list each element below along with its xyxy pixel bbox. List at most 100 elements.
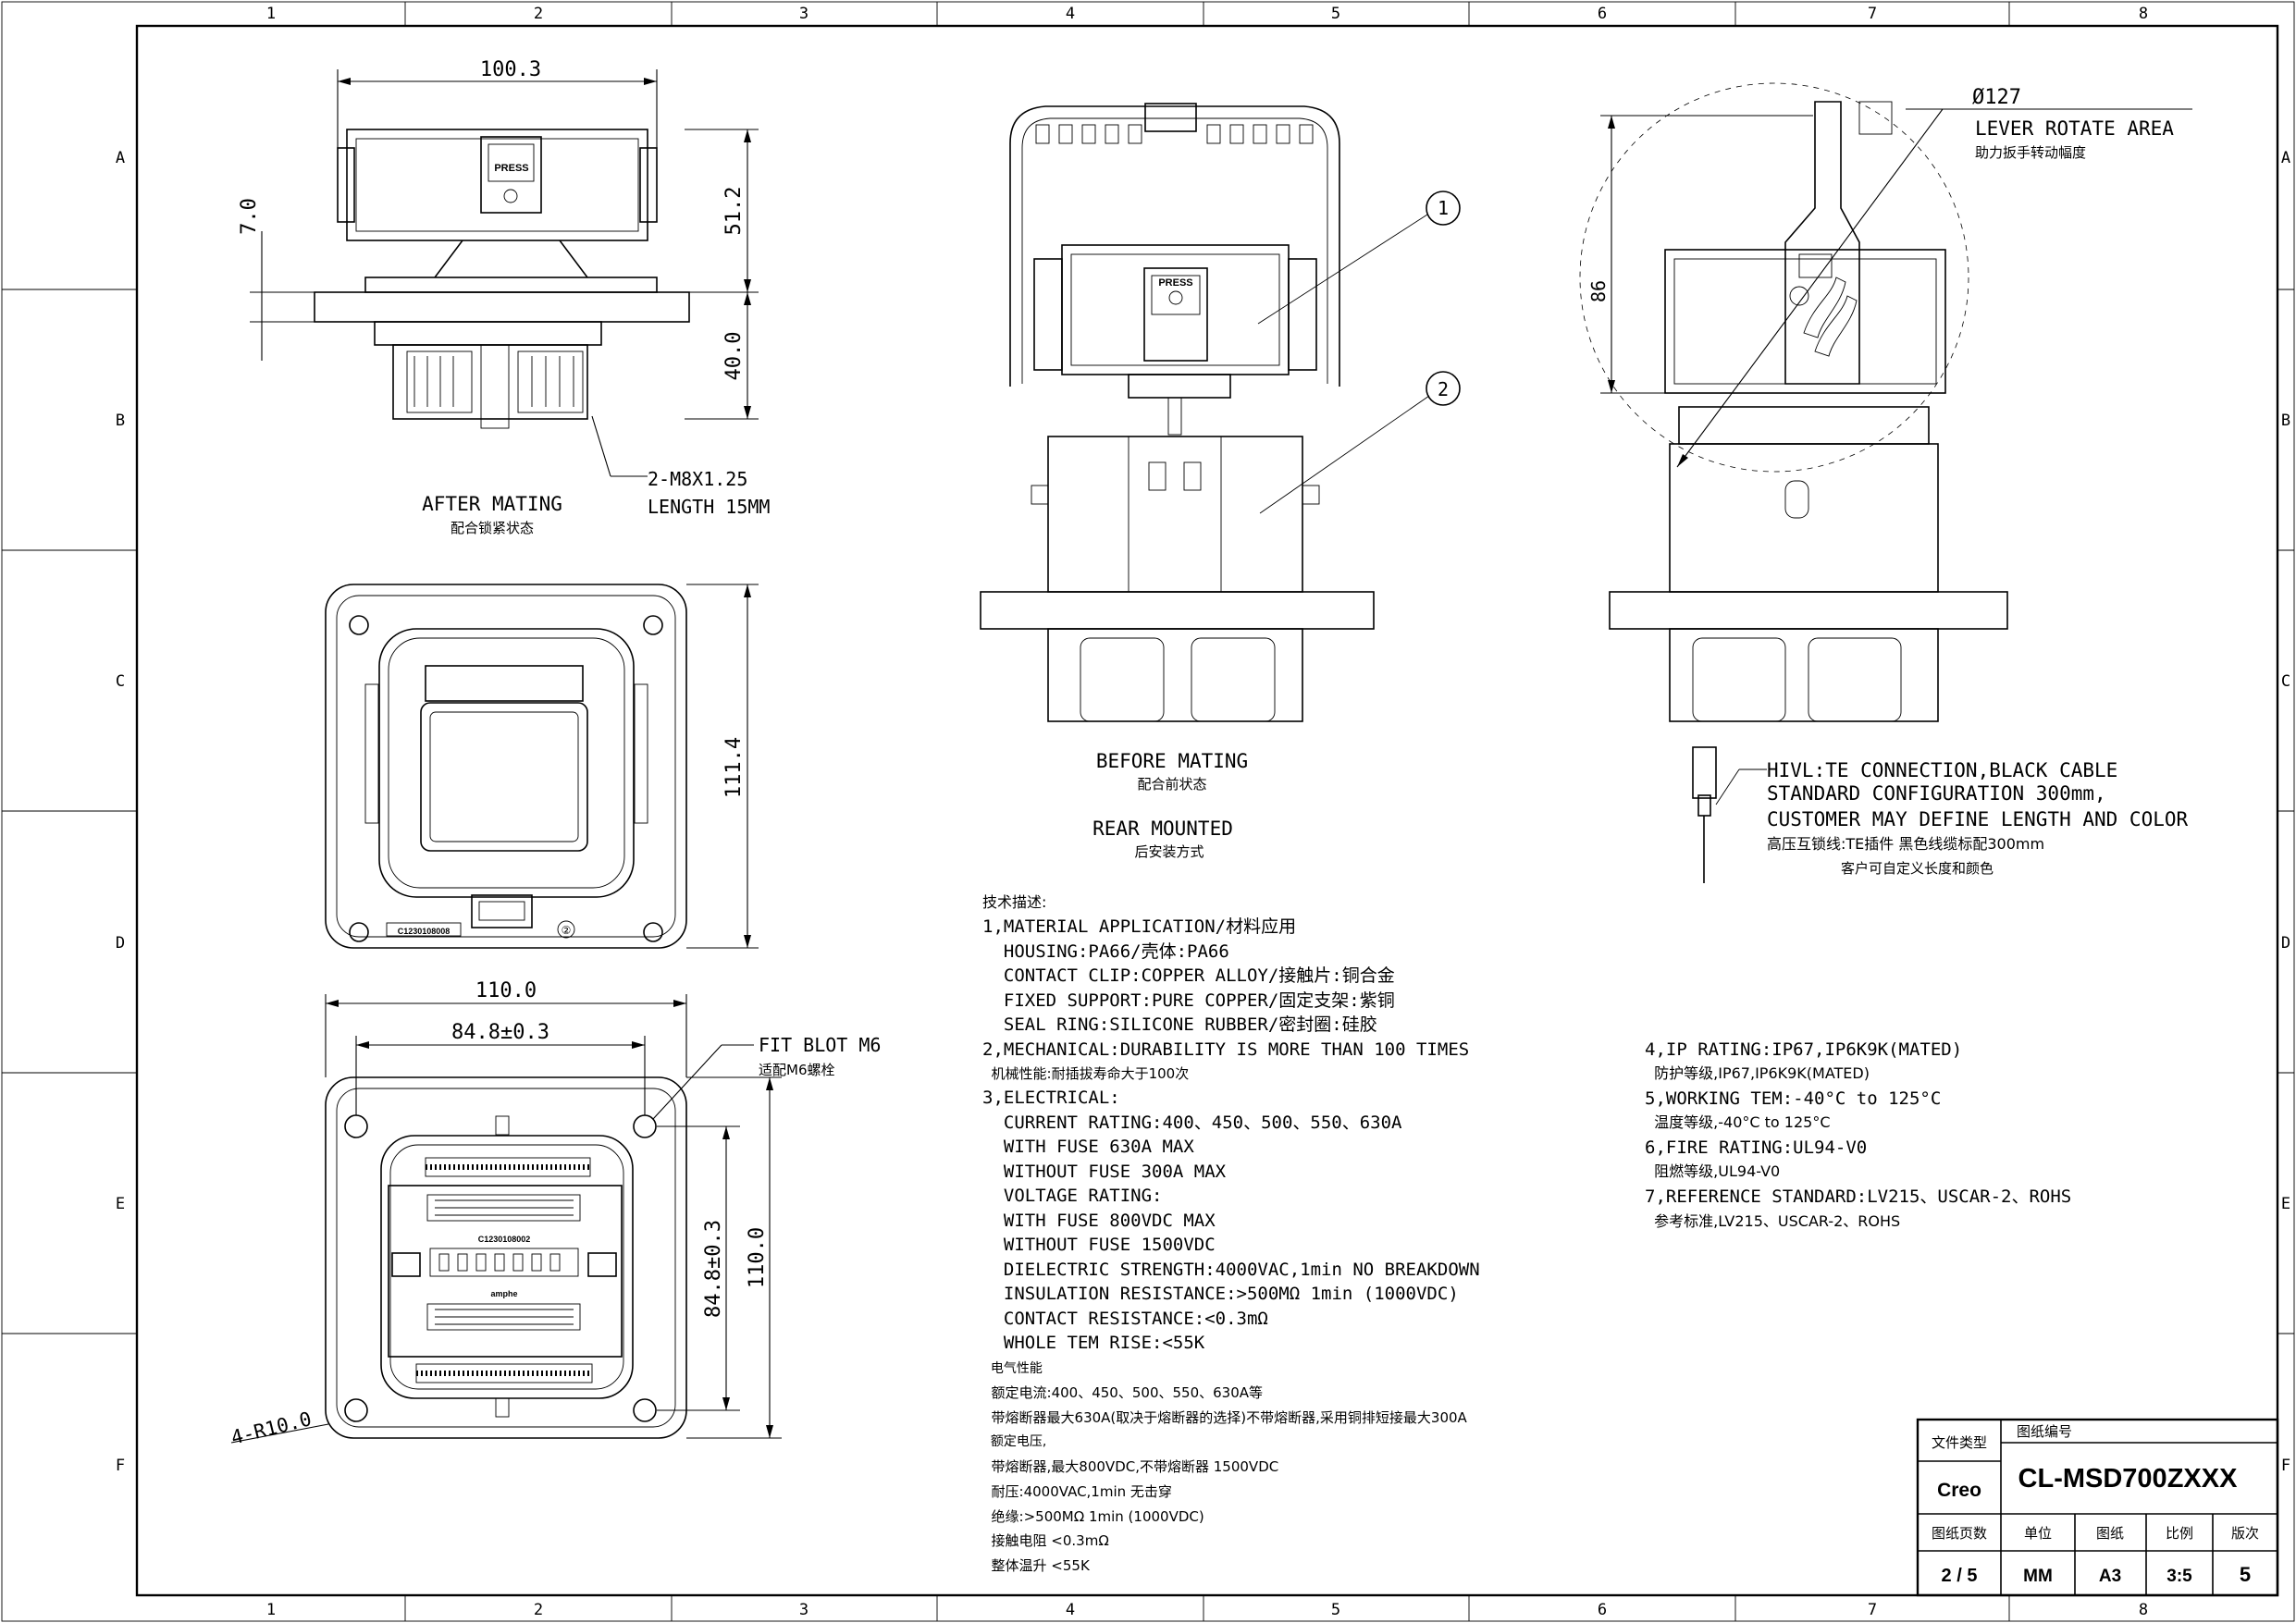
note-left-19: 电气性能 — [982, 1361, 1043, 1376]
press-label-before: PRESS — [1158, 277, 1192, 289]
label-lever-rotate-cn: 助力扳手转动幅度 — [1975, 144, 2086, 161]
view-after-mating — [250, 69, 759, 477]
notes-right: 4,IP RATING:IP67,IP6K9K(MATED) 防护等级,IP67… — [1645, 1039, 2071, 1230]
label-before-mating: BEFORE MATING — [1096, 750, 1248, 772]
note-left-9: CURRENT RATING:400、450、500、550、630A — [982, 1113, 1402, 1133]
note-left-1: 1,MATERIAL APPLICATION/材料应用 — [982, 916, 1296, 937]
note-left-7: 机械性能:耐插拔寿命大于100次 — [982, 1065, 1189, 1082]
tb-file-type: Creo — [1937, 1480, 1981, 1501]
note-right-2: 5,WORKING TEM:-40°C to 125°C — [1645, 1088, 1941, 1109]
dim-diameter-127: Ø127 — [1972, 86, 2021, 109]
zone-row-d-right: D — [2281, 934, 2290, 953]
notes-left: 技术描述: 1,MATERIAL APPLICATION/材料应用 HOUSIN… — [982, 893, 1480, 1574]
note-left-21: 带熔断器最大630A(取决于熔断器的选择)不带熔断器,采用铜排短接最大300A — [982, 1409, 1468, 1426]
zone-col-7-bottom: 7 — [1868, 1601, 1877, 1619]
zone-row-e-left: E — [116, 1195, 125, 1213]
note-left-15: DIELECTRIC STRENGTH:4000VAC,1min NO BREA… — [982, 1260, 1480, 1280]
marker-2: ② — [562, 924, 572, 937]
tb-paper-label: 图纸 — [2096, 1525, 2124, 1542]
zone-col-4-bottom: 4 — [1066, 1601, 1075, 1619]
press-label-after: PRESS — [494, 163, 528, 174]
zone-row-c-right: C — [2281, 672, 2290, 691]
zone-row-f-left: F — [116, 1457, 125, 1475]
zone-row-d-left: D — [116, 934, 125, 953]
zone-row-c-left: C — [116, 672, 125, 691]
note-right-6: 7,REFERENCE STANDARD:LV215、USCAR-2、ROHS — [1645, 1187, 2071, 1207]
dim-width-100-3: 100.3 — [480, 58, 541, 81]
tb-rev-label: 版次 — [2231, 1525, 2259, 1542]
tb-paper: A3 — [2099, 1567, 2121, 1586]
tb-file-type-label: 文件类型 — [1932, 1434, 1987, 1451]
dim-total-110: 110.0 — [475, 979, 537, 1002]
thread-spec: 2-M8X1.25 — [648, 468, 747, 490]
tb-drawing-no: CL-MSD700ZXXX — [2018, 1464, 2239, 1494]
note-left-17: CONTACT RESISTANCE:<0.3mΩ — [982, 1309, 1268, 1329]
dim-height-40-0: 40.0 — [722, 332, 746, 381]
label-rear-mounted-cn: 后安装方式 — [1134, 843, 1204, 860]
note-left-5: SEAL RING:SILICONE RUBBER/密封圈:硅胶 — [982, 1014, 1377, 1035]
brand-mark: amphe — [490, 1289, 517, 1298]
note-left-24: 耐压:4000VAC,1min 无击穿 — [982, 1483, 1172, 1500]
note-left-18: WHOLE TEM RISE:<55K — [982, 1333, 1205, 1353]
inner-border — [135, 24, 2279, 1597]
hvil-line-5: 客户可自定义长度和颜色 — [1841, 860, 1994, 877]
bolt-spec: FIT BLOT M6 — [759, 1034, 881, 1056]
note-right-1: 防护等级,IP67,IP6K9K(MATED) — [1645, 1064, 1870, 1082]
note-left-8: 3,ELECTRICAL: — [982, 1088, 1120, 1108]
hvil-line-4: 高压互锁线:TE插件 黑色线缆标配300mm — [1767, 835, 2044, 853]
zone-col-8-bottom: 8 — [2139, 1601, 2148, 1619]
note-left-23: 带熔断器,最大800VDC,不带熔断器 1500VDC — [982, 1458, 1278, 1475]
label-before-mating-cn: 配合前状态 — [1137, 776, 1206, 793]
label-lever-rotate: LEVER ROTATE AREA — [1975, 117, 2174, 140]
note-left-22: 额定电压, — [982, 1434, 1046, 1449]
zone-col-5-bottom: 5 — [1331, 1601, 1340, 1619]
note-left-0: 技术描述: — [982, 893, 1046, 911]
view-side — [1579, 82, 2192, 883]
dim-hole-84-8: 84.8±0.3 — [451, 1021, 549, 1044]
note-left-16: INSULATION RESISTANCE:>500MΩ 1min (1000V… — [982, 1284, 1459, 1304]
note-left-12: VOLTAGE RATING: — [982, 1186, 1162, 1206]
zone-col-7-top: 7 — [1868, 5, 1877, 23]
view-rear-flange — [230, 994, 782, 1444]
zone-row-a-right: A — [2281, 149, 2290, 167]
zone-col-5-top: 5 — [1331, 5, 1340, 23]
note-right-4: 6,FIRE RATING:UL94-V0 — [1645, 1137, 1867, 1158]
zone-col-8-top: 8 — [2139, 5, 2148, 23]
dim-height-111-4: 111.4 — [722, 737, 746, 798]
tb-unit-label: 单位 — [2024, 1525, 2052, 1542]
note-left-27: 整体温升 <55K — [982, 1557, 1091, 1574]
note-right-7: 参考标准,LV215、USCAR-2、ROHS — [1645, 1212, 1900, 1230]
dim-total-v-110: 110.0 — [746, 1227, 769, 1288]
part-code-flange: C1230108002 — [478, 1235, 531, 1244]
view-before-mating — [980, 103, 1461, 722]
tb-unit: MM — [2023, 1567, 2053, 1586]
note-left-26: 接触电阻 <0.3mΩ — [982, 1532, 1109, 1549]
thread-length: LENGTH 15MM — [648, 496, 770, 518]
zone-col-4-top: 4 — [1066, 5, 1075, 23]
title-block — [1916, 1418, 2279, 1597]
zone-col-1-top: 1 — [266, 5, 276, 23]
note-right-3: 温度等级,-40°C to 125°C — [1645, 1113, 1831, 1131]
note-left-6: 2,MECHANICAL:DURABILITY IS MORE THAN 100… — [982, 1039, 1469, 1060]
tb-drawing-no-label: 图纸编号 — [2017, 1423, 2072, 1440]
tb-pages: 2 / 5 — [1942, 1566, 1978, 1586]
zone-col-6-top: 6 — [1598, 5, 1607, 23]
label-after-mating: AFTER MATING — [422, 493, 562, 515]
zone-row-b-left: B — [116, 412, 125, 430]
zone-col-3-top: 3 — [799, 5, 809, 23]
note-left-10: WITH FUSE 630A MAX — [982, 1137, 1194, 1157]
bolt-spec-cn: 适配M6螺栓 — [759, 1062, 835, 1078]
note-left-3: CONTACT CLIP:COPPER ALLOY/接触片:铜合金 — [982, 965, 1395, 986]
radius-label: 4-R10.0 — [228, 1408, 314, 1449]
label-after-mating-cn: 配合锁紧状态 — [451, 520, 534, 536]
hvil-line-2: STANDARD CONFIGURATION 300mm, — [1767, 782, 2106, 805]
label-rear-mounted: REAR MOUNTED — [1092, 818, 1233, 840]
note-left-4: FIXED SUPPORT:PURE COPPER/固定支架:紫铜 — [982, 990, 1395, 1011]
note-left-13: WITH FUSE 800VDC MAX — [982, 1211, 1216, 1231]
hvil-line-1: HIVL:TE CONNECTION,BLACK CABLE — [1767, 759, 2117, 781]
zone-row-a-left: A — [116, 149, 125, 167]
note-left-25: 绝缘:>500MΩ 1min (1000VDC) — [982, 1508, 1204, 1525]
view-rear-top — [325, 584, 759, 949]
